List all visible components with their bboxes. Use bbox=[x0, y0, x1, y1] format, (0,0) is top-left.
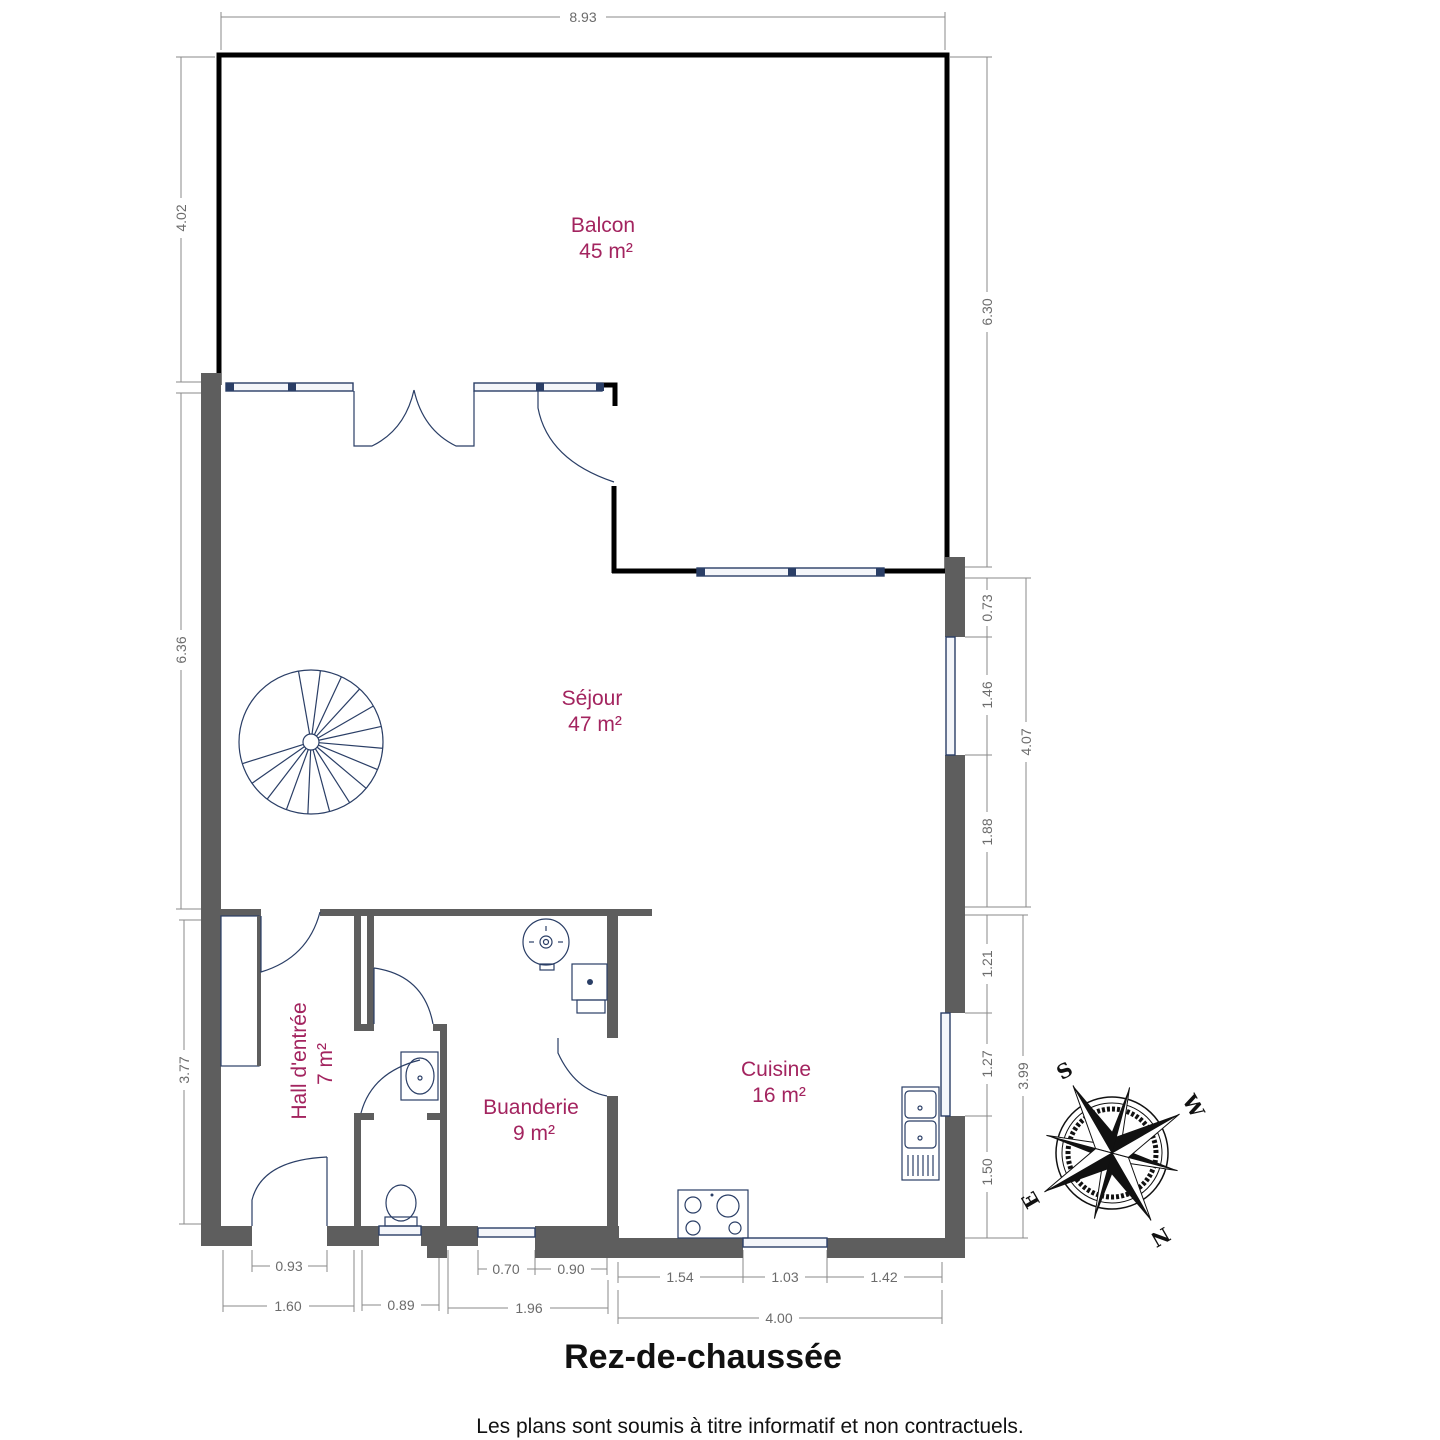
dim-bottom-buanderie: 1.96 bbox=[515, 1300, 542, 1316]
dim-bottom-kitchen: 4.00 bbox=[765, 1310, 792, 1326]
stair-tread bbox=[297, 670, 311, 735]
room-area-sejour: 47 m² bbox=[568, 713, 622, 736]
stair-tread bbox=[312, 749, 331, 812]
dim-right-d: 1.21 bbox=[979, 950, 995, 977]
stair-tread bbox=[251, 746, 305, 784]
stair-tread bbox=[318, 744, 378, 771]
room-name-balcon: Balcon bbox=[571, 214, 635, 237]
dim-right-a: 0.73 bbox=[979, 594, 995, 621]
compass-south: S bbox=[1052, 1057, 1077, 1085]
dim-bottom-hall: 1.60 bbox=[274, 1298, 301, 1314]
spiral-staircase bbox=[238, 669, 384, 815]
walls bbox=[201, 373, 965, 1258]
room-name-buanderie: Buanderie bbox=[483, 1096, 579, 1119]
dim-bottom-k2: 1.03 bbox=[771, 1269, 798, 1285]
dim-left-hall: 3.77 bbox=[176, 1056, 192, 1083]
dimension-labels: 8.93 4.02 6.36 3.77 6.30 0.73 1.46 1.88 … bbox=[172, 8, 1035, 1327]
stair-tread bbox=[311, 670, 321, 735]
cooktop-icon bbox=[677, 1189, 749, 1239]
stair-tread bbox=[315, 688, 361, 737]
dim-right-total-lower: 3.99 bbox=[1015, 1062, 1031, 1089]
compass-rose-icon: N S E W bbox=[1016, 1057, 1210, 1252]
stair-tread bbox=[318, 725, 382, 741]
stair-tread bbox=[317, 705, 374, 739]
washbasin-icon bbox=[400, 1051, 439, 1101]
room-name-hall: Hall d'entrée bbox=[288, 1002, 311, 1119]
room-area-cuisine: 16 m² bbox=[752, 1084, 806, 1107]
disclaimer: Les plans sont soumis à titre informatif… bbox=[476, 1415, 1023, 1438]
dim-top-width: 8.93 bbox=[569, 9, 596, 25]
dim-left-balcon: 4.02 bbox=[173, 204, 189, 231]
fixtures bbox=[384, 918, 940, 1239]
room-name-cuisine: Cuisine bbox=[741, 1058, 811, 1081]
dim-bottom-wall: 0.90 bbox=[557, 1261, 584, 1277]
dim-bottom-wc: 0.89 bbox=[387, 1297, 414, 1313]
stair-tread bbox=[285, 749, 309, 810]
windows bbox=[225, 382, 956, 1248]
dim-bottom-window: 0.70 bbox=[492, 1261, 519, 1277]
dim-right-c: 1.88 bbox=[979, 818, 995, 845]
dim-bottom-k1: 1.54 bbox=[666, 1269, 693, 1285]
dim-right-b: 1.46 bbox=[979, 681, 995, 708]
kitchen-sink-icon bbox=[901, 1086, 940, 1181]
washing-machine-icon bbox=[571, 963, 608, 1014]
compass-east: E bbox=[1016, 1187, 1044, 1212]
compass-west: W bbox=[1177, 1089, 1210, 1122]
balcony-outline bbox=[216, 52, 950, 574]
room-name-sejour: Séjour bbox=[562, 687, 623, 710]
toilet-icon bbox=[384, 1184, 418, 1227]
dim-right-e: 1.27 bbox=[979, 1050, 995, 1077]
dimension-lines bbox=[176, 12, 1031, 1324]
dim-right-total-upper: 4.07 bbox=[1018, 728, 1034, 755]
dim-bottom-k3: 1.42 bbox=[870, 1269, 897, 1285]
room-labels: Balcon 45 m² Séjour 47 m² Cuisine 16 m² … bbox=[288, 214, 811, 1145]
room-area-buanderie: 9 m² bbox=[513, 1122, 555, 1145]
room-area-hall: 7 m² bbox=[314, 1043, 337, 1085]
stair-tread bbox=[316, 746, 367, 789]
stair-tread bbox=[318, 742, 383, 749]
plan-title: Rez-de-chaussée bbox=[564, 1338, 842, 1376]
water-heater-icon bbox=[522, 918, 570, 971]
room-area-balcon: 45 m² bbox=[579, 240, 633, 263]
stair-tread bbox=[242, 743, 304, 765]
stair-tread bbox=[307, 749, 312, 814]
dim-bottom-hall-door: 0.93 bbox=[275, 1258, 302, 1274]
dim-left-sejour: 6.36 bbox=[173, 636, 189, 663]
stair-tread bbox=[266, 747, 307, 800]
dim-right-balcon: 6.30 bbox=[979, 298, 995, 325]
stair-tread bbox=[314, 748, 351, 804]
doors bbox=[251, 389, 615, 1226]
dim-right-f: 1.50 bbox=[979, 1158, 995, 1185]
stair-tread bbox=[313, 676, 342, 736]
compass-north: N bbox=[1147, 1222, 1175, 1252]
